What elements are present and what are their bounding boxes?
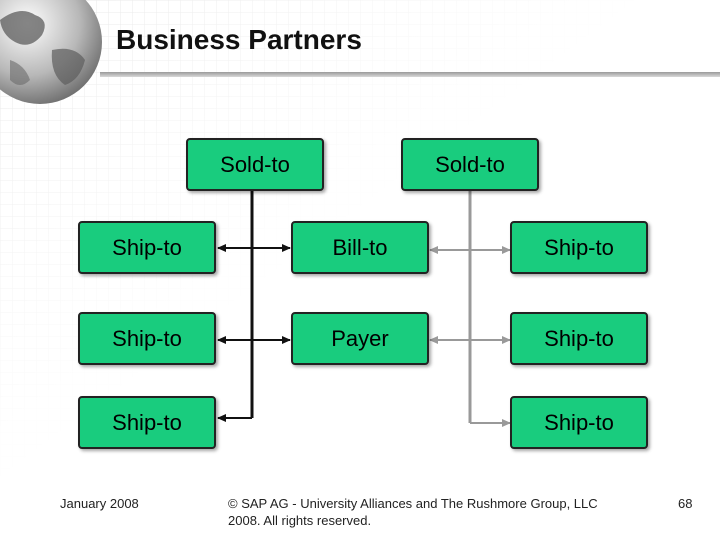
page-title: Business Partners [116, 24, 362, 55]
node-ship-to-r2: Ship-to [510, 312, 648, 365]
footer-copyright-line2: 2008. All rights reserved. [228, 513, 372, 528]
node-ship-to-l2: Ship-to [78, 312, 216, 365]
footer-page-number: 68 [678, 496, 693, 511]
node-payer: Payer [291, 312, 429, 365]
footer-copyright-line1: © SAP AG - University Alliances and The … [228, 496, 598, 511]
title-rule [100, 72, 720, 77]
globe-icon [0, 0, 102, 104]
node-ship-to-l1: Ship-to [78, 221, 216, 274]
node-ship-to-r1: Ship-to [510, 221, 648, 274]
node-bill-to: Bill-to [291, 221, 429, 274]
footer-date: January 2008 [60, 496, 139, 511]
node-sold-to-2: Sold-to [401, 138, 539, 191]
node-ship-to-r3: Ship-to [510, 396, 648, 449]
node-ship-to-l3: Ship-to [78, 396, 216, 449]
node-sold-to-1: Sold-to [186, 138, 324, 191]
